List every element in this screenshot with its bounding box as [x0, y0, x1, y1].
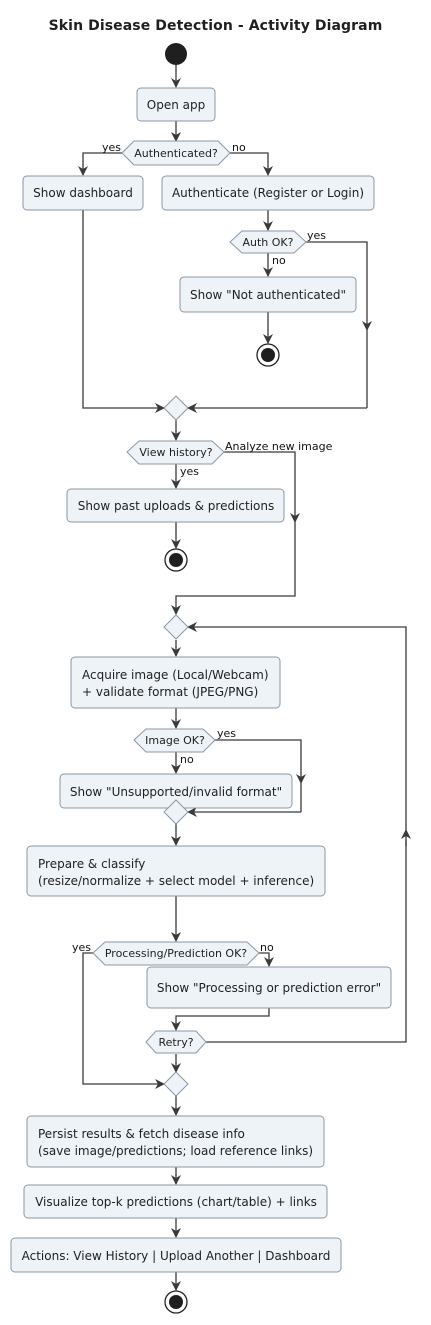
edge-procok-no: [259, 952, 274, 967]
svg-text:Image OK?: Image OK?: [145, 734, 205, 747]
edge-auth-yes: [78, 152, 122, 176]
node-open-app: Open app: [136, 87, 216, 122]
edge-procok-yes: [82, 952, 165, 1089]
svg-text:Show "Not authenticated": Show "Not authenticated": [190, 288, 346, 302]
decision-authenticated: Authenticated?: [121, 140, 231, 166]
node-actions: Actions: View History | Upload Another |…: [10, 1237, 342, 1273]
svg-text:Show dashboard: Show dashboard: [33, 186, 133, 200]
svg-text:Acquire image (Local/Webcam): Acquire image (Local/Webcam): [82, 668, 269, 682]
merge-node-processing: [163, 1071, 189, 1097]
svg-text:Show past uploads & prediction: Show past uploads & predictions: [78, 499, 275, 513]
decision-image-ok: Image OK?: [133, 728, 216, 753]
svg-text:Retry?: Retry?: [158, 1036, 193, 1049]
svg-text:Show "Processing or prediction: Show "Processing or prediction error": [157, 981, 381, 995]
end-node-final: [164, 1290, 188, 1314]
svg-text:(resize/normalize + select mod: (resize/normalize + select model + infer…: [38, 874, 314, 888]
node-show-past: Show past uploads & predictions: [66, 488, 285, 523]
edge-imageok-yes: [215, 739, 306, 784]
svg-text:Prepare & classify: Prepare & classify: [38, 857, 145, 871]
edge-error-retry: [171, 1008, 270, 1031]
label-auth-no: no: [232, 141, 246, 154]
svg-text:View history?: View history?: [139, 446, 212, 459]
node-authenticate: Authenticate (Register or Login): [161, 175, 375, 211]
label-image-yes: yes: [217, 727, 236, 740]
node-unsupported-format: Show "Unsupported/invalid format": [59, 773, 293, 809]
label-authok-no: no: [272, 254, 286, 267]
decision-retry: Retry?: [145, 1030, 207, 1054]
decision-view-history: View history?: [126, 440, 225, 465]
node-processing-error: Show "Processing or prediction error": [146, 966, 392, 1009]
label-history-yes: yes: [180, 465, 199, 478]
label-image-no: no: [180, 753, 194, 766]
node-show-dashboard: Show dashboard: [22, 175, 144, 211]
edge-retry-to-loop: [187, 622, 407, 830]
edge-auth-no: [230, 152, 273, 176]
decision-auth-ok: Auth OK?: [229, 230, 307, 254]
edge-new-loop: [171, 522, 296, 615]
edges: [78, 65, 411, 1291]
svg-text:Auth OK?: Auth OK?: [243, 236, 294, 249]
node-persist-results: Persist results & fetch disease info (sa…: [26, 1115, 325, 1168]
start-node: [165, 43, 187, 65]
svg-text:Actions: View History | Upload: Actions: View History | Upload Another |…: [22, 1249, 331, 1263]
end-node-auth: [256, 343, 280, 367]
svg-text:Processing/Prediction OK?: Processing/Prediction OK?: [105, 947, 247, 960]
node-visualize: Visualize top-k predictions (chart/table…: [23, 1184, 328, 1219]
svg-text:Authenticate (Register or Logi: Authenticate (Register or Login): [172, 186, 364, 200]
label-auth-yes: yes: [102, 141, 121, 154]
diagram-title: Skin Disease Detection - Activity Diagra…: [48, 18, 383, 34]
label-history-new: Analyze new image: [225, 440, 333, 453]
label-proc-no: no: [260, 941, 274, 954]
decision-processing-ok: Processing/Prediction OK?: [92, 941, 260, 966]
merge-node-image: [163, 799, 189, 825]
edge-authok-yes: [306, 241, 372, 331]
node-acquire-image: Acquire image (Local/Webcam) + validate …: [70, 656, 281, 709]
node-prepare-classify: Prepare & classify (resize/normalize + s…: [26, 845, 326, 897]
svg-text:Authenticated?: Authenticated?: [134, 147, 218, 160]
merge-node-auth: [163, 395, 189, 421]
svg-text:Open app: Open app: [147, 98, 205, 112]
node-not-authenticated: Show "Not authenticated": [179, 276, 357, 313]
svg-text:+ validate format (JPEG/PNG): + validate format (JPEG/PNG): [82, 685, 258, 699]
svg-text:Persist results & fetch diseas: Persist results & fetch disease info: [38, 1127, 245, 1141]
edge-retry-loopback: [206, 840, 407, 1043]
svg-text:(save image/predictions; load: (save image/predictions; load reference …: [38, 1144, 313, 1158]
svg-text:Show "Unsupported/invalid form: Show "Unsupported/invalid format": [70, 785, 282, 799]
edge-dashboard-merge: [82, 210, 165, 413]
svg-text:Visualize top-k predictions (c: Visualize top-k predictions (chart/table…: [35, 1195, 317, 1209]
end-node-history: [164, 548, 188, 572]
label-authok-yes: yes: [307, 229, 326, 242]
merge-node-loop: [163, 614, 189, 640]
edge-history-new: [224, 451, 300, 523]
label-proc-yes: yes: [72, 941, 91, 954]
